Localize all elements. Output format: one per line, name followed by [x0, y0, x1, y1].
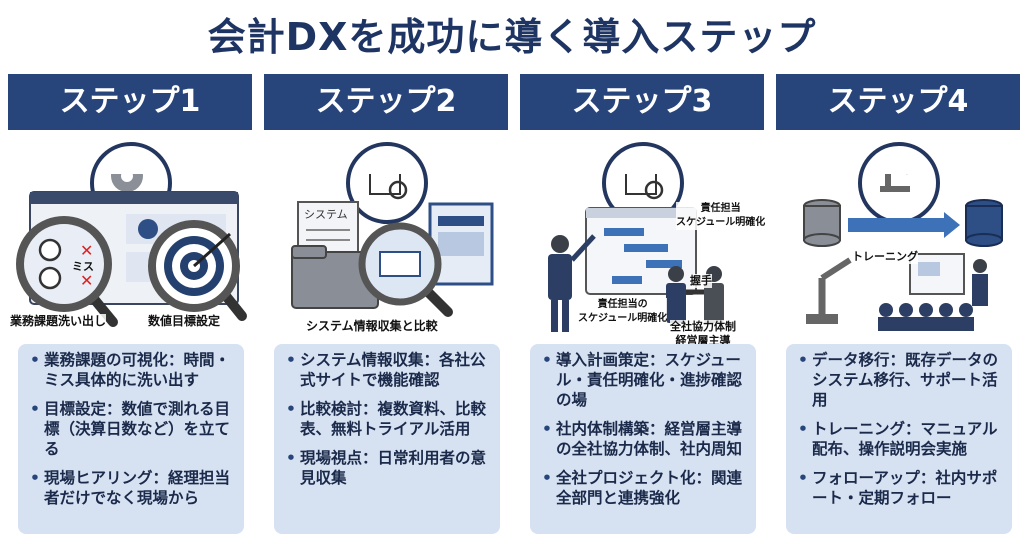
caption-responsibility-schedule: 責任担当のスケジュール明確化 [578, 298, 668, 326]
robot-arm-2-icon [806, 257, 852, 324]
step-1-item-2: 目標設定：数値で測れる目標（決算日数など）を立てる [30, 399, 236, 459]
step-2-item-2: 比較検討：複数資料、比較表、無料トライアル活用 [286, 399, 492, 439]
handshake-people-icon [666, 266, 724, 323]
step-3-illustration [548, 174, 724, 332]
label-system: システム [304, 208, 348, 221]
caption-handshake: 握手 [690, 274, 712, 288]
gear-icon [111, 174, 143, 192]
brochure-icon [428, 202, 494, 286]
magnifier-clock-icon: ✕ ✕ ミス [16, 216, 118, 327]
step-1-header: ステップ1 [8, 74, 252, 130]
step-1-item-1: 業務課題の可視化：時間・ミス具体的に洗い出す [30, 350, 236, 390]
target-magnifier-icon [148, 220, 247, 321]
step-1-panel: 業務課題の可視化：時間・ミス具体的に洗い出す 目標設定：数値で測れる目標（決算日… [18, 344, 244, 534]
label-miss: ミス [72, 260, 94, 273]
step-1-item-3: 現場ヒアリング：経理担当者だけでなく現場から [30, 468, 236, 508]
step-2-panel: システム情報収集：各社公式サイトで機能確認 比較検討：複数資料、比較表、無料トラ… [274, 344, 500, 534]
step-2-item-1: システム情報収集：各社公式サイトで機能確認 [286, 350, 492, 390]
folder-icon [291, 245, 379, 309]
page-title: 会計DXを成功に導く導入ステップ [207, 15, 817, 59]
caption-task-identify: 業務課題洗い出し [10, 314, 107, 328]
step-4-item-2: トレーニング：マニュアル配布、操作説明会実施 [798, 419, 1004, 459]
caption-responsibility-top: 責任担当スケジュール明確化 [676, 202, 766, 230]
robot-arm-icon [880, 174, 910, 192]
caption-training: トレーニング [852, 250, 918, 264]
step-3-header: ステップ3 [520, 74, 764, 130]
step-4-header: ステップ4 [776, 74, 1020, 130]
presenter-person-icon [548, 234, 596, 332]
step-3-item-2: 社内体制構築：経営層主導の全社協力体制、社内周知 [542, 419, 748, 459]
step-3-column: ステップ3 責任担当スケジュール [520, 74, 766, 540]
step-3-panel: 導入計画策定：スケジュール・責任明確化・進捗確認の場 社内体制構築：経営層主導の… [530, 344, 756, 534]
svg-text:✕: ✕ [80, 271, 93, 290]
step-3-item-1: 導入計画策定：スケジュール・責任明確化・進捗確認の場 [542, 350, 748, 410]
training-screen-icon [909, 253, 988, 306]
step-2-column: ステップ2 システム システム情報収集と比較 [264, 74, 508, 540]
caption-numeric-goal: 数値目標設定 [148, 314, 221, 328]
document-search-icon [625, 174, 664, 200]
step-1-column: ステップ1 ✕ ✕ ミス [8, 74, 252, 540]
step-4-illustration [803, 174, 1003, 331]
step-2-illustration: システム [291, 174, 494, 317]
step-2-item-3: 現場視点：日常利用者の意見収集 [286, 448, 492, 488]
caption-company-wide: 全社協力体制経営層主導 [670, 320, 736, 348]
gantt-calendar-icon [585, 207, 697, 295]
step-1-illustration: ✕ ✕ ミス [16, 174, 247, 327]
caption-system-info: システム情報収集と比較 [306, 319, 438, 333]
database-target-icon [965, 199, 1003, 247]
audience-icon [878, 303, 974, 331]
step-4-item-1: データ移行：既存データのシステム移行、サポート活用 [798, 350, 1004, 410]
transfer-arrow-icon [848, 212, 960, 238]
step-3-item-3: 全社プロジェクト化：関連全部門と連携強化 [542, 468, 748, 508]
svg-text:✕: ✕ [80, 241, 93, 260]
document-search-icon [369, 174, 408, 200]
step-4-panel: データ移行：既存データのシステム移行、サポート活用 トレーニング：マニュアル配布… [786, 344, 1012, 534]
database-source-icon [803, 199, 841, 247]
step-4-column: ステップ4 [776, 74, 1020, 540]
step-4-item-3: フォローアップ：社内サポート・定期フォロー [798, 468, 1004, 508]
magnifier-icon [358, 222, 453, 317]
step-2-header: ステップ2 [264, 74, 508, 130]
